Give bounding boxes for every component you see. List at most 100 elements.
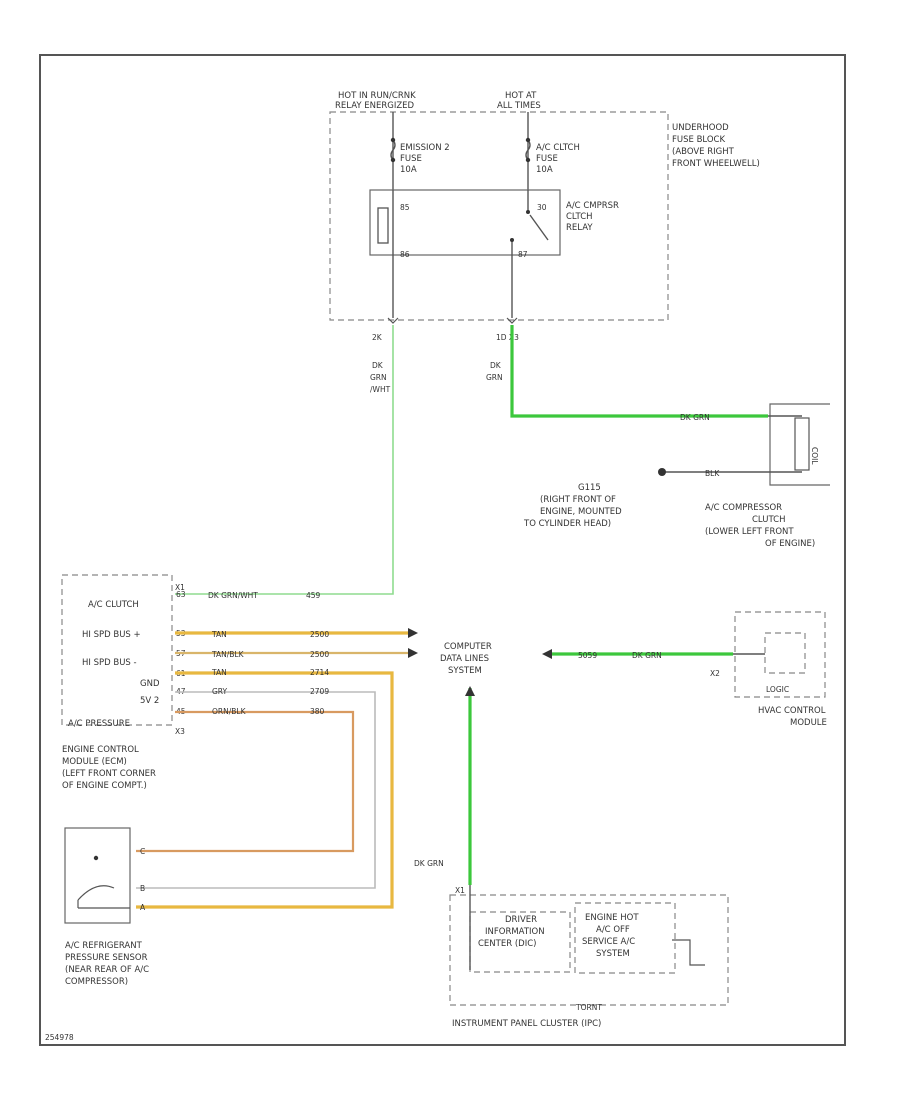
gry-wire-label: GRY xyxy=(212,687,228,696)
tan-wire-label: TAN xyxy=(211,630,227,639)
emission-2-fuse: EMISSION 2 FUSE 10A xyxy=(390,137,450,175)
tan3-wire-label: TAN xyxy=(211,668,227,677)
ground-desc-1: (RIGHT FRONT OF xyxy=(540,495,616,505)
data-lines-label-1: COMPUTER xyxy=(444,642,492,652)
sensor-pin-c: C xyxy=(140,847,145,856)
ac-clutch-fuse-label-3: 10A xyxy=(536,165,553,175)
ipc-msg-4: SYSTEM xyxy=(596,949,630,959)
ecm-pin1-wire-label: DK GRN/WHT xyxy=(208,591,258,600)
hvac-logic: LOGIC xyxy=(766,685,789,694)
left-wire-label-1: DK xyxy=(372,361,384,370)
ecm-label-3: (LEFT FRONT CORNER xyxy=(62,769,156,779)
ac-compressor-clutch-relay: 85 86 30 87 A/C CMPRSR CLTCH RELAY xyxy=(369,189,619,259)
data-lines-label-2: DATA LINES xyxy=(440,654,489,664)
wire-dk-grn-compressor xyxy=(510,325,768,418)
left-wire-label-2: GRN xyxy=(370,373,387,382)
ecm-label-4: OF ENGINE COMPT.) xyxy=(62,781,147,791)
relay-pin-30: 30 xyxy=(537,203,547,212)
dic-label-2: INFORMATION xyxy=(485,927,545,937)
relay-label-3: RELAY xyxy=(566,223,593,233)
orn-blk-wire-label: ORN/BLK xyxy=(212,707,247,716)
clutch-coil-icon xyxy=(794,417,810,471)
ecm-pin-gnd: GND xyxy=(140,679,160,689)
relay-pin-85: 85 xyxy=(400,203,410,212)
ecm-pin-ac-pressure: A/C PRESSURE xyxy=(68,719,130,729)
ground-icon xyxy=(658,468,666,476)
ecm-pin1-circuit: 459 xyxy=(306,591,321,600)
compressor-label-1: A/C COMPRESSOR xyxy=(705,503,782,513)
ac-clutch-fuse-label-1: A/C CLTCH xyxy=(536,143,580,153)
relay-pin-86: 86 xyxy=(400,250,410,259)
fuse-block-label-3: (ABOVE RIGHT xyxy=(672,147,735,157)
ipc-msg-1: ENGINE HOT xyxy=(585,913,639,923)
ground-wire-label: BLK xyxy=(705,469,720,478)
ecm-conn-top: X1 xyxy=(175,583,185,592)
ac-refrigerant-pressure-sensor: C B A A/C REFRIGERANT PRESSURE SENSOR (N… xyxy=(64,827,149,987)
hot-at-all-label-1: HOT AT xyxy=(505,91,537,101)
ecm-label-1: ENGINE CONTROL xyxy=(62,745,139,755)
fuse-block-terminal-left: 2K xyxy=(372,333,383,342)
sensor-label-4: COMPRESSOR) xyxy=(65,977,128,987)
relay-switch-icon xyxy=(529,214,549,241)
sensor-element-icon xyxy=(77,885,115,901)
grn-circuit-label: 5059 xyxy=(578,651,597,660)
relay-pin-87: 87 xyxy=(518,250,528,259)
ecm-pin-ac-clutch: A/C CLUTCH xyxy=(88,600,139,610)
gry-wire-circuit: 2709 xyxy=(310,687,329,696)
wire-orn-blk-ac-pressure xyxy=(136,710,355,853)
data-lines-label-3: SYSTEM xyxy=(448,666,482,676)
hot-at-all-label-2: ALL TIMES xyxy=(497,101,541,111)
engine-control-module: X1 X3 A/C CLUTCH HI SPD BUS + HI SPD BUS… xyxy=(61,574,186,791)
tan-blk-wire-label: TAN/BLK xyxy=(211,650,245,659)
ecm-pin-5v2: 5V 2 xyxy=(140,696,159,706)
ecm-pin-hi-spd-bus-minus: HI SPD BUS - xyxy=(82,658,137,668)
sensor-label-3: (NEAR REAR OF A/C xyxy=(65,965,149,975)
ecm-pin-num-1: 63 xyxy=(176,590,186,599)
arrow-icon xyxy=(465,686,475,696)
diagram-border xyxy=(39,54,846,1046)
right-wire-label-2: GRN xyxy=(486,373,503,382)
orn-blk-wire-circuit: 380 xyxy=(310,707,325,716)
ecm-pin-hi-spd-bus-plus: HI SPD BUS + xyxy=(82,630,141,640)
compressor-wire-label: DK GRN xyxy=(680,413,710,422)
ipc-conn: X1 xyxy=(455,886,465,895)
relay-label-2: CLTCH xyxy=(566,212,593,222)
fuse-block-label-1: UNDERHOOD xyxy=(672,123,729,133)
arrow-icon xyxy=(408,628,418,638)
hot-run-crank-label-1: HOT IN RUN/CRNK xyxy=(338,91,416,101)
wire-dk-grn-wht xyxy=(175,325,394,595)
sensor-label-1: A/C REFRIGERANT xyxy=(65,941,143,951)
ipc-small-label: TORNT xyxy=(575,1003,602,1012)
emission-fuse-label-3: 10A xyxy=(400,165,417,175)
underhood-fuse-block: HOT IN RUN/CRNK RELAY ENERGIZED HOT AT A… xyxy=(329,91,760,342)
sensor-pin-b: B xyxy=(140,884,145,893)
clutch-coil-label: COIL xyxy=(810,447,819,465)
hvac-control-module: X2 LOGIC HVAC CONTROL MODULE xyxy=(710,611,827,728)
arrow-icon xyxy=(542,649,552,659)
computer-data-lines-system: COMPUTER DATA LINES SYSTEM xyxy=(440,642,492,676)
ipc-label: INSTRUMENT PANEL CLUSTER (IPC) xyxy=(452,1019,601,1029)
wire-tan-low-reference xyxy=(136,671,394,909)
relay-coil-icon xyxy=(377,207,389,244)
emission-fuse-label-2: FUSE xyxy=(400,154,422,164)
ground-desc-2: ENGINE, MOUNTED xyxy=(540,507,622,517)
dic-label-1: DRIVER xyxy=(505,915,537,925)
ecm-conn-bottom: X3 xyxy=(175,727,185,736)
wire-gry-5v-reference xyxy=(136,691,376,889)
sensor-label-2: PRESSURE SENSOR xyxy=(65,953,148,963)
compressor-label-4: OF ENGINE) xyxy=(765,539,815,549)
ipc-wire-label: DK GRN xyxy=(414,859,444,868)
sensor-pin-a: A xyxy=(140,903,146,912)
relay-label-1: A/C CMPRSR xyxy=(566,201,619,211)
compressor-label-3: (LOWER LEFT FRONT xyxy=(705,527,794,537)
ipc-msg-2: A/C OFF xyxy=(596,925,630,935)
tan-blk-wire-circuit: 2500 xyxy=(310,650,329,659)
ac-clutch-fuse-label-2: FUSE xyxy=(536,154,558,164)
fuse-block-label-4: FRONT WHEELWELL) xyxy=(672,159,760,169)
figure-id: 254978 xyxy=(45,1033,74,1042)
hvac-conn: X2 xyxy=(710,669,720,678)
tan3-wire-circuit: 2714 xyxy=(310,668,329,677)
fuse-block-terminal-right: 1D X3 xyxy=(496,333,519,342)
tan-wire-circuit: 2500 xyxy=(310,630,329,639)
